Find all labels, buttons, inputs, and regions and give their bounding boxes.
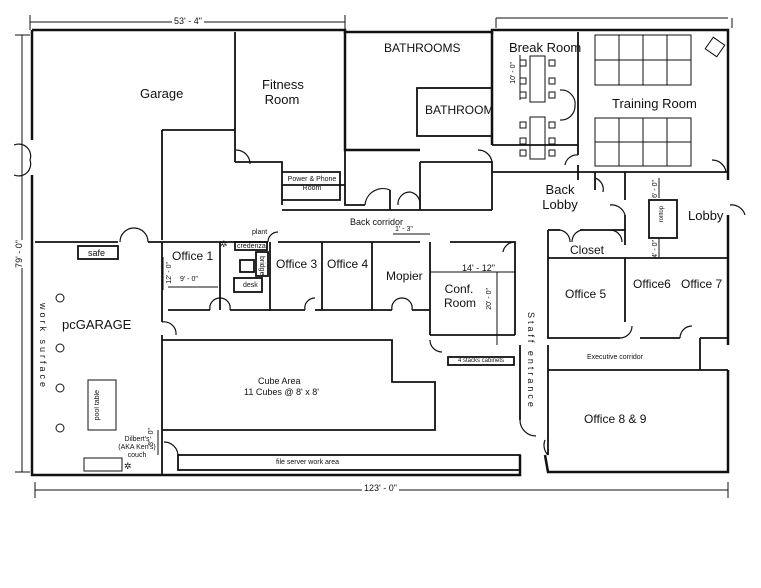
label-pool-table: pool table xyxy=(94,390,101,421)
label-credenza: credenza xyxy=(237,243,266,250)
room-office7: Office 7 xyxy=(681,277,723,291)
room-office6: Office6 xyxy=(633,277,671,291)
dim-top-width: 53' - 4" xyxy=(172,16,204,26)
label-rolltop: rolltop xyxy=(659,206,665,223)
dim-bottom-width: 123' - 0" xyxy=(362,483,399,493)
room-pcgarage: pcGARAGE xyxy=(62,317,132,332)
label-dilbert-couch: Dilbert's (AKA Ken's) couch xyxy=(118,436,156,459)
room-bathrooms: BATHROOMS xyxy=(384,41,461,55)
room-safe: safe xyxy=(88,248,106,258)
room-work-surface: work surface xyxy=(38,303,48,391)
dim-break-room: 10' - 0" xyxy=(510,62,517,84)
room-office3: Office 3 xyxy=(276,257,318,271)
room-cube-detail: 11 Cubes @ 8' x 8' xyxy=(244,387,319,397)
room-staff-entrance: Staff entrance xyxy=(526,312,536,410)
room-back-corridor: Back corridor xyxy=(350,217,404,227)
room-office5: Office 5 xyxy=(565,287,607,301)
room-training: Training Room xyxy=(612,96,697,111)
room-lobby: Lobby xyxy=(688,208,724,223)
dim-office1-width: 9' - 0" xyxy=(180,276,198,283)
dim-office1-height: 12' - 0" xyxy=(166,262,173,284)
label-desk: desk xyxy=(243,282,258,289)
room-office4: Office 4 xyxy=(327,257,369,271)
room-garage: Garage xyxy=(140,86,184,101)
room-file-server: file server work area xyxy=(276,459,340,466)
room-back-lobby: Back Lobby xyxy=(542,182,578,212)
label-stack-cabinets: 4 stacks cabinets xyxy=(458,358,505,364)
room-fitness: Fitness Room xyxy=(262,77,304,107)
dim-lobby-top: 6' - 0" xyxy=(652,180,659,198)
label-plant: plant xyxy=(252,229,268,236)
outer-walls xyxy=(30,28,730,477)
plant-icon-couch: ✲ xyxy=(124,461,132,471)
dim-conf-width: 14' - 12" xyxy=(462,263,495,273)
room-mopier: Mopier xyxy=(386,269,423,283)
room-power-phone: Power & Phone Room xyxy=(287,176,337,192)
room-office1: Office 1 xyxy=(172,249,214,263)
room-bathroom: BATHROOM xyxy=(425,103,494,117)
room-office89: Office 8 & 9 xyxy=(584,412,647,426)
furniture-tables xyxy=(55,34,726,472)
dim-left-height: 79' - 0" xyxy=(14,240,24,268)
door-swings xyxy=(13,89,746,456)
plant-icon: ✲ xyxy=(220,239,228,249)
room-executive-corridor: Executive corridor xyxy=(587,354,644,361)
label-bridge: bridge xyxy=(258,256,265,276)
dim-conf-height: 20' - 0" xyxy=(486,288,493,310)
dim-lobby-bottom: 4' - 0" xyxy=(652,240,659,258)
room-cube-area: Cube Area xyxy=(258,376,301,386)
dim-back-corridor: 1' - 3" xyxy=(395,226,413,233)
room-break: Break Room xyxy=(509,40,582,55)
room-closet: Closet xyxy=(570,243,605,257)
room-conf: Conf. Room xyxy=(444,282,477,310)
